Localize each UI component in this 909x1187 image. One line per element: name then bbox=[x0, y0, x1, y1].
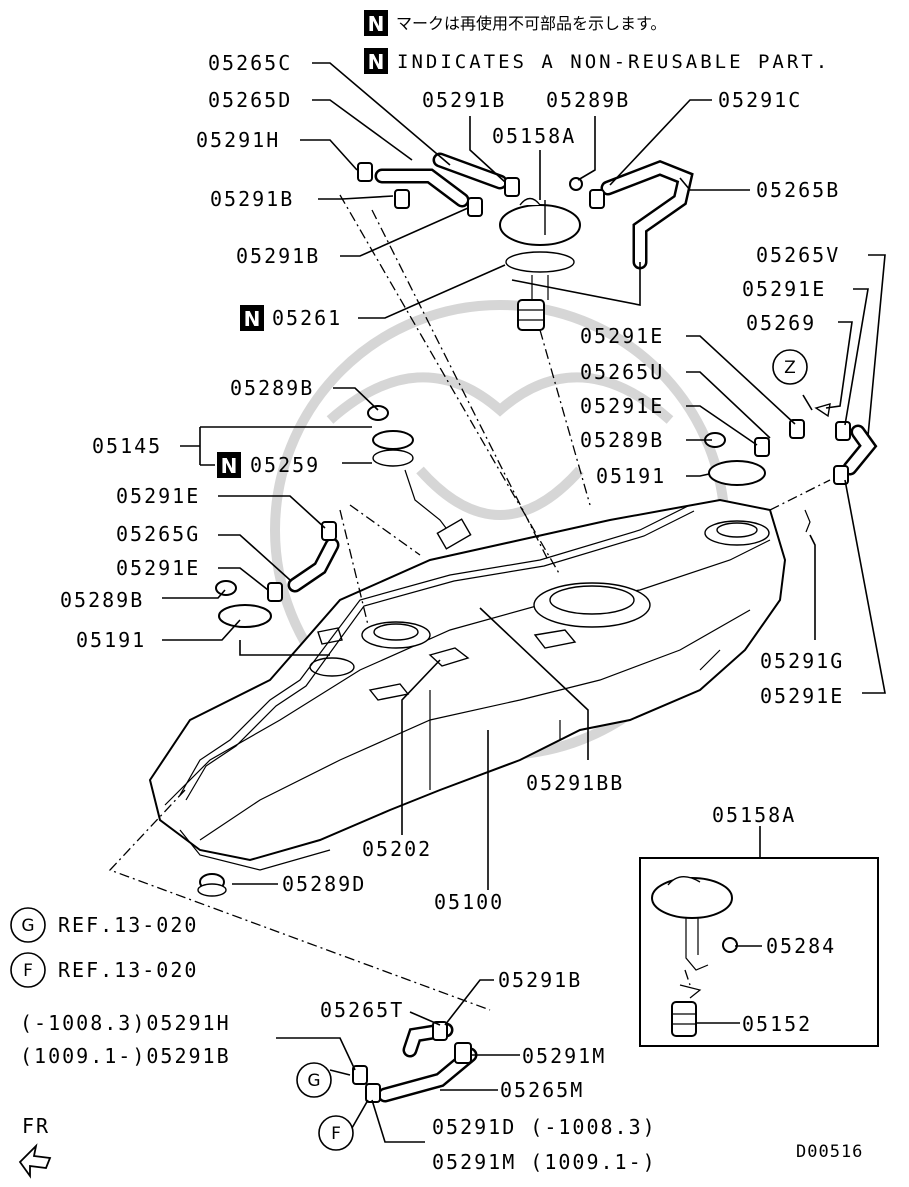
label-05265d: 05265D bbox=[208, 88, 292, 112]
ref-circle-f bbox=[10, 952, 46, 988]
label-05291b-b: 05291B bbox=[236, 244, 320, 268]
notice-japanese: マークは再使用不可部品を示します。 bbox=[396, 14, 666, 33]
label-05261: 05261 bbox=[272, 306, 342, 330]
label-05291b-top: 05291B bbox=[422, 88, 506, 112]
label-05291e-r4: 05291E bbox=[760, 684, 844, 708]
svg-text:N: N bbox=[244, 307, 261, 331]
hose-clamps bbox=[267, 162, 851, 1103]
svg-text:G: G bbox=[307, 1071, 320, 1091]
label-05291e-l2: 05291E bbox=[116, 556, 200, 580]
label-05265g: 05265G bbox=[116, 522, 200, 546]
non-reusable-badge bbox=[217, 452, 241, 478]
label-05291m-b: 05291M (1009.1-) bbox=[432, 1150, 657, 1174]
label-ref-f: REF.13-020 bbox=[58, 958, 198, 982]
label-05291c: 05291C bbox=[718, 88, 802, 112]
hoses bbox=[287, 152, 878, 1103]
label-05289b-top: 05289B bbox=[546, 88, 630, 112]
label-05291e-r1: 05291E bbox=[742, 277, 826, 301]
label-05191-l: 05191 bbox=[76, 628, 146, 652]
label-05191-r: 05191 bbox=[596, 464, 666, 488]
label-05289b-l: 05289B bbox=[230, 376, 314, 400]
front-direction-arrow bbox=[18, 1143, 52, 1179]
label-05269: 05269 bbox=[746, 311, 816, 335]
label-05291m: 05291M bbox=[522, 1044, 606, 1068]
label-05291e-r3: 05291E bbox=[580, 394, 664, 418]
ref-circle-g-bot bbox=[296, 1062, 332, 1098]
label-ref-g: REF.13-020 bbox=[58, 913, 198, 937]
label-05265u: 05265U bbox=[580, 360, 664, 384]
svg-text:F: F bbox=[331, 1124, 341, 1144]
fuel-pump-module bbox=[499, 197, 581, 331]
caps-and-plugs bbox=[197, 403, 831, 897]
non-reusable-badge bbox=[364, 10, 388, 36]
non-reusable-badge bbox=[364, 48, 388, 74]
leader-lines bbox=[162, 62, 886, 1143]
label-05202: 05202 bbox=[362, 837, 432, 861]
label-05289d: 05289D bbox=[282, 872, 366, 896]
fuel-tank bbox=[148, 498, 787, 871]
notice-header: N マークは再使用不可部品を示します。 N INDICATES A NON-RE… bbox=[364, 10, 830, 74]
label-05259: 05259 bbox=[250, 453, 320, 477]
label-05291g: 05291G bbox=[760, 649, 844, 673]
label-05265m: 05265M bbox=[500, 1078, 584, 1102]
label-05284: 05284 bbox=[766, 934, 836, 958]
label-05145: 05145 bbox=[92, 434, 162, 458]
figure-code: D00516 bbox=[796, 1142, 863, 1162]
label-05158a-box: 05158A bbox=[712, 803, 796, 827]
non-reusable-badge bbox=[240, 305, 264, 331]
label-05152: 05152 bbox=[742, 1012, 812, 1036]
label-05291e-r2: 05291E bbox=[580, 324, 664, 348]
label-05291bb: 05291BB bbox=[526, 771, 624, 795]
reference-lines bbox=[108, 194, 831, 1011]
notice-english: INDICATES A NON-REUSABLE PART. bbox=[397, 51, 830, 73]
label-05100: 05100 bbox=[434, 890, 504, 914]
svg-text:N: N bbox=[221, 454, 238, 478]
label-05289b-l2: 05289B bbox=[60, 588, 144, 612]
label-05265v: 05265V bbox=[756, 243, 840, 267]
label-05291b-a: 05291B bbox=[210, 187, 294, 211]
part-labels: 05265C 05265D 05291B 05289B 05291C 05158… bbox=[10, 51, 863, 1174]
svg-text:G: G bbox=[21, 916, 34, 936]
label-05291h: 05291H bbox=[196, 128, 280, 152]
label-05291h-bot: (-1008.3)05291H bbox=[20, 1011, 231, 1035]
label-05265b: 05265B bbox=[756, 178, 840, 202]
label-05291b-bot2: (1009.1-)05291B bbox=[20, 1044, 231, 1068]
label-05289b-r: 05289B bbox=[580, 428, 664, 452]
svg-text:F: F bbox=[23, 961, 33, 981]
pump-detail-inset bbox=[639, 857, 879, 1047]
ref-circle-f-bot bbox=[318, 1115, 354, 1151]
label-05265t: 05265T bbox=[320, 998, 404, 1022]
label-05291e-l1: 05291E bbox=[116, 484, 200, 508]
label-05291b-bot: 05291B bbox=[498, 968, 582, 992]
svg-text:Z: Z bbox=[784, 358, 796, 378]
label-05291d: 05291D (-1008.3) bbox=[432, 1115, 657, 1139]
svg-text:N: N bbox=[368, 12, 385, 36]
label-05158a-top: 05158A bbox=[492, 124, 576, 148]
ref-circle-z bbox=[772, 349, 808, 385]
ref-circle-g bbox=[10, 907, 46, 943]
label-fr: FR bbox=[22, 1114, 50, 1138]
label-05265c: 05265C bbox=[208, 51, 292, 75]
svg-text:N: N bbox=[368, 50, 385, 74]
